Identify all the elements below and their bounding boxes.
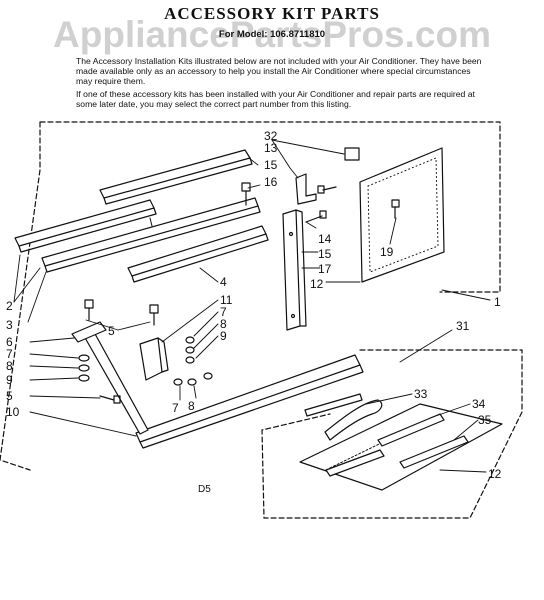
- callout-6: 6: [6, 335, 13, 349]
- figure-code: D5: [198, 484, 211, 495]
- callout-2: 2: [6, 299, 13, 313]
- callout-15-top: 15: [264, 158, 278, 172]
- intro-paragraph: The Accessory Installation Kits illustra…: [76, 56, 482, 86]
- callout-33: 33: [414, 387, 428, 401]
- rail-left: [14, 199, 157, 253]
- screw-lower-left: [99, 395, 121, 404]
- callout-31: 31: [456, 319, 470, 333]
- callout-5-left: 5: [6, 389, 13, 403]
- callout-34: 34: [472, 397, 486, 411]
- callout-8-bottom: 8: [188, 399, 195, 413]
- side-panel-12: [359, 147, 445, 283]
- callout-13: 13: [264, 141, 278, 155]
- screw-14b: [305, 210, 327, 223]
- foot-6: [71, 321, 107, 343]
- strut: [83, 331, 149, 435]
- callout-3: 3: [6, 318, 13, 332]
- post-17: [282, 209, 307, 331]
- callout-35: 35: [478, 413, 492, 427]
- rail-top: [99, 149, 253, 205]
- frame-10: [135, 354, 364, 449]
- screw-19: [391, 199, 400, 219]
- callout-7-left: 7: [6, 347, 13, 361]
- callout-5-top: 5: [108, 324, 115, 338]
- callout-7-bottom: 7: [172, 401, 179, 415]
- strip-34: [377, 413, 445, 447]
- callout-11: 11: [220, 293, 233, 307]
- callout-7-top: 7: [220, 305, 227, 319]
- bracket-13: [295, 173, 317, 205]
- main-kit-outline: [0, 121, 501, 471]
- strip-35: [399, 435, 469, 469]
- leader-lines: [13, 139, 491, 473]
- callout-16: 16: [264, 175, 278, 189]
- callout-15-mid: 15: [318, 247, 332, 261]
- callout-4: 4: [220, 275, 227, 289]
- screw-16: [241, 182, 251, 206]
- secondary-kit-outline: [261, 349, 523, 519]
- callout-19: 19: [380, 245, 394, 259]
- callout-8-top: 8: [220, 317, 227, 331]
- model-subtitle: For Model: 106.8711810: [218, 29, 326, 40]
- listing-paragraph: If one of these accessory kits has been …: [76, 89, 475, 109]
- callout-8-left: 8: [6, 359, 13, 373]
- washers-left: [78, 354, 90, 382]
- rail-channel: [41, 197, 261, 273]
- base-panel-12: [299, 403, 503, 491]
- clip-32: [344, 147, 360, 161]
- callout-10: 10: [6, 405, 20, 419]
- callout-9-top: 9: [220, 329, 227, 343]
- screw-14a: [317, 185, 337, 194]
- washers-right: [173, 336, 213, 386]
- strip-lower: [325, 449, 385, 477]
- gasket-33: [304, 393, 383, 441]
- callout-12-panel: 12: [310, 277, 324, 291]
- callout-17: 17: [318, 262, 332, 276]
- callout-14: 14: [318, 232, 332, 246]
- callout-32: 32: [264, 129, 278, 143]
- page-title: ACCESSORY KIT PARTS: [164, 4, 380, 23]
- rail-lower: [127, 225, 269, 283]
- screw-5b: [149, 304, 159, 326]
- screw-5a: [84, 299, 94, 321]
- bracket-11: [139, 337, 169, 381]
- callout-9-left: 9: [6, 373, 13, 387]
- callout-12-base: 12: [488, 467, 502, 481]
- callout-1: 1: [494, 295, 501, 309]
